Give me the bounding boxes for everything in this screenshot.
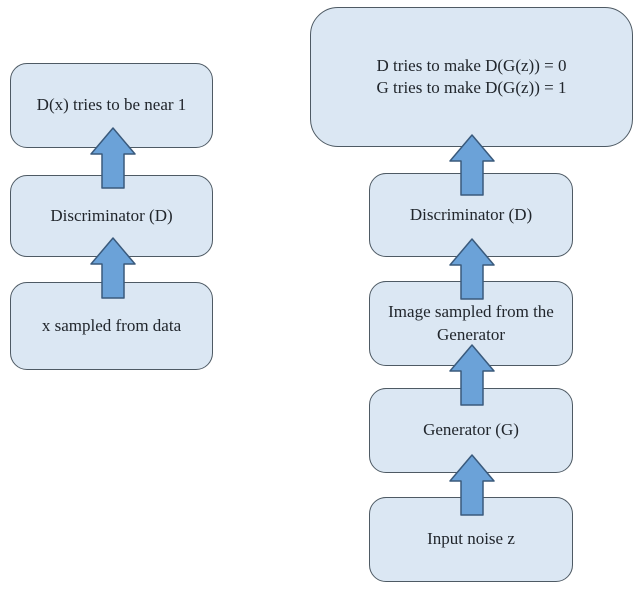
- node-label: Image sampled from the Generator: [388, 302, 554, 344]
- goal-line-1: D tries to make D(G(z)) = 0: [376, 55, 567, 75]
- up-arrow: [90, 237, 136, 299]
- node-label: Generator (G): [423, 420, 519, 440]
- node-label: Input noise z: [427, 529, 515, 549]
- up-arrow: [449, 238, 495, 300]
- up-arrow: [90, 127, 136, 189]
- goal-line-2: G tries to make D(G(z)) = 1: [376, 78, 567, 97]
- node-label: x sampled from data: [41, 315, 182, 335]
- node-label: Discriminator (D): [409, 204, 533, 224]
- node-label: Discriminator (D): [50, 205, 173, 225]
- goal-text: D tries to make D(G(z)) = 0 G tries to m…: [377, 55, 567, 99]
- node-goal-statement: D tries to make D(G(z)) = 0 G tries to m…: [310, 7, 633, 147]
- up-arrow: [449, 344, 495, 406]
- node-image-sampled-from-generator: Image sampled from the Generator: [369, 281, 573, 366]
- node-label: D(x) tries to be near 1: [36, 95, 187, 115]
- up-arrow: [449, 454, 495, 516]
- up-arrow: [449, 134, 495, 196]
